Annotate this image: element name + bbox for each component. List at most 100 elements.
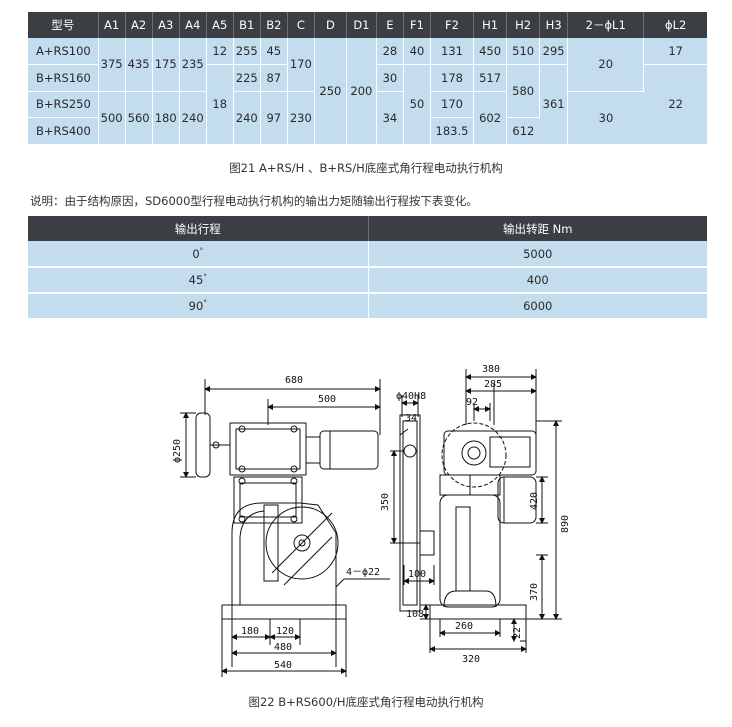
cell: 34 xyxy=(376,91,404,145)
cell: 580 xyxy=(506,64,541,118)
dim-label: 92 xyxy=(466,397,478,408)
cell: 40 xyxy=(403,38,431,65)
dim-label: 180 xyxy=(241,626,259,637)
dim-label: 120 xyxy=(276,626,294,637)
cell: 517 xyxy=(473,64,508,92)
cell: 87 xyxy=(260,64,288,92)
cell: 240 xyxy=(233,91,261,145)
front-lower-body xyxy=(231,502,337,605)
table-row: 45° 400 xyxy=(28,267,707,294)
cell: 30 xyxy=(376,64,404,92)
cell: 435 xyxy=(125,38,153,92)
dim-label: 260 xyxy=(455,621,473,632)
cell: 170 xyxy=(287,38,315,92)
dim-label: 22 xyxy=(512,627,523,639)
col-header: D1 xyxy=(346,12,377,38)
dim-label: 100 xyxy=(408,569,426,580)
torque-cell: 6000 xyxy=(368,293,707,320)
cell: 12 xyxy=(206,38,234,65)
cell: 20 xyxy=(567,38,645,92)
output-table-header: 输出行程 输出转距 Nm xyxy=(28,216,707,241)
dim-label: ϕ250 xyxy=(172,439,183,463)
dim-label: 420 xyxy=(529,492,540,510)
dimension-table: 型号 A1 A2 A3 A4 A5 B1 B2 C D D1 E F1 F2 H… xyxy=(28,12,707,145)
dim-label: 285 xyxy=(484,379,502,390)
cell: 28 xyxy=(376,38,404,65)
side-top-housing xyxy=(441,422,507,488)
dim-label: 380 xyxy=(482,364,500,375)
dim-label: 4－ϕ22 xyxy=(346,567,380,578)
side-motor xyxy=(497,476,537,524)
cell: 255 xyxy=(233,38,261,65)
cell: 235 xyxy=(179,38,207,92)
col-header: F1 xyxy=(403,12,431,38)
front-handwheel xyxy=(195,412,211,478)
col-header: B2 xyxy=(260,12,288,38)
model-cell: B+RS160 xyxy=(28,64,99,92)
col-header-stroke: 输出行程 xyxy=(28,216,369,241)
cell: 17 xyxy=(643,38,707,65)
cell: 200 xyxy=(346,38,377,145)
col-header: ϕL2 xyxy=(643,12,707,38)
stroke-cell: 45° xyxy=(28,267,369,294)
table-row: 90° 6000 xyxy=(28,293,707,320)
front-middle-gearbox xyxy=(233,476,303,524)
col-header-torque: 输出转距 Nm xyxy=(368,216,707,241)
cell: 240 xyxy=(179,91,207,145)
cell: 22 xyxy=(643,64,707,145)
dim-label: 108 xyxy=(406,609,424,620)
model-cell: B+RS400 xyxy=(28,117,99,144)
cell: 175 xyxy=(152,38,180,92)
col-header: F2 xyxy=(430,12,475,38)
col-header: C xyxy=(287,12,315,38)
col-header: A4 xyxy=(179,12,207,38)
table-row: B+RS160 18 225 87 30 50 178 517 580 361 … xyxy=(28,64,707,145)
cell: 180 xyxy=(152,91,180,145)
front-base-plate xyxy=(221,604,347,620)
cell: 230 xyxy=(287,91,315,145)
cell: 361 xyxy=(539,64,569,145)
figure-21-caption: 图21 A+RS/H 、B+RS/H底座式角行程电动执行机构 xyxy=(229,161,503,175)
dim-label: 350 xyxy=(380,493,391,511)
table-row: 0° 5000 xyxy=(28,241,707,268)
col-header: H2 xyxy=(506,12,541,38)
stroke-cell: 90° xyxy=(28,293,369,320)
cell: 225 xyxy=(233,64,261,92)
output-torque-table: 输出行程 输出转距 Nm 0° 5000 45° 400 90° 6000 xyxy=(28,216,707,320)
col-header: A2 xyxy=(125,12,153,38)
cell: 602 xyxy=(473,91,508,145)
table-row: A+RS100 375 435 175 235 12 255 45 170 25… xyxy=(28,38,707,145)
dim-label: 680 xyxy=(285,375,303,386)
cell: 450 xyxy=(473,38,508,65)
cell: 560 xyxy=(125,91,153,145)
cell: 612 xyxy=(506,117,540,144)
col-header: A5 xyxy=(206,12,234,38)
model-cell: A+RS100 xyxy=(28,38,99,65)
stroke-cell: 0° xyxy=(28,241,369,268)
note-text: 说明：由于结构原因，SD6000型行程电动执行机构的输出力矩随输出行程按下表变化… xyxy=(30,194,478,208)
dim-label: 320 xyxy=(462,654,480,665)
front-top-gearbox xyxy=(229,422,307,476)
dim-label: 540 xyxy=(274,660,292,671)
cell: 45 xyxy=(260,38,288,65)
col-header: A1 xyxy=(98,12,126,38)
cell: 50 xyxy=(403,64,431,145)
cell: 375 xyxy=(98,38,126,92)
table-row: B+RS250 500 560 180 240 240 97 230 34 17… xyxy=(28,91,707,145)
side-base xyxy=(429,604,527,620)
dim-label: 500 xyxy=(318,394,336,405)
cell: 183.5 xyxy=(430,117,475,144)
figure-22-caption: 图22 B+RS600/H底座式角行程电动执行机构 xyxy=(248,695,484,709)
cell: 97 xyxy=(260,91,288,145)
front-motor xyxy=(319,430,379,470)
col-header: A3 xyxy=(152,12,180,38)
cell: 178 xyxy=(430,64,475,92)
technical-drawing: 680 500 ϕ250 ϕ40H8 34 380 285 92 350 420… xyxy=(172,364,571,677)
cell: 500 xyxy=(98,91,126,145)
cell: 170 xyxy=(430,91,475,118)
col-header: D xyxy=(314,12,347,38)
col-header: 型号 xyxy=(28,12,99,38)
cell: 510 xyxy=(506,38,541,65)
col-header: B1 xyxy=(233,12,261,38)
cell: 18 xyxy=(206,64,234,145)
